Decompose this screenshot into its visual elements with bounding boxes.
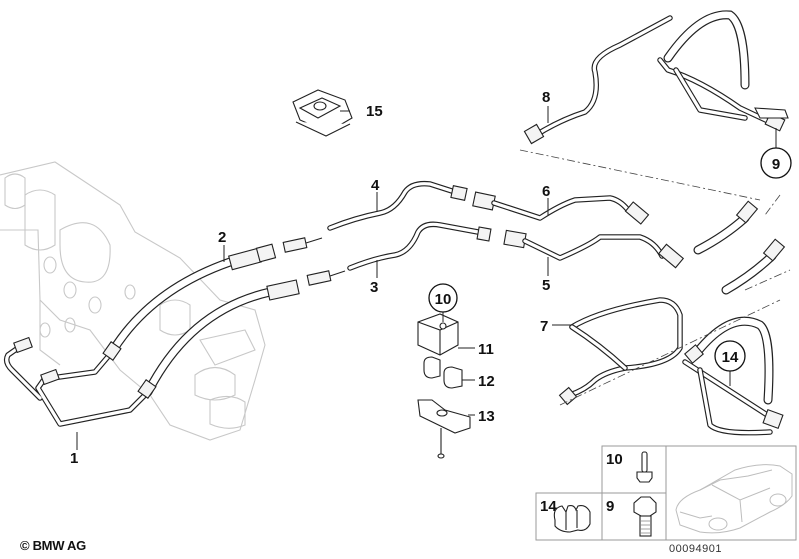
stud-bolt-icon xyxy=(636,451,653,483)
callout-10-circle xyxy=(428,283,458,313)
callout-14-circle xyxy=(714,340,746,372)
pipe-1[interactable] xyxy=(3,336,151,427)
pipe-3[interactable] xyxy=(347,221,527,271)
inset-label-9[interactable]: 9 xyxy=(606,498,614,515)
callout-13[interactable]: 13 xyxy=(478,408,495,425)
hose-ends-right[interactable] xyxy=(693,200,786,295)
callout-11[interactable]: 11 xyxy=(478,341,494,358)
callout-12[interactable]: 12 xyxy=(478,373,495,390)
pipe-6[interactable] xyxy=(491,195,650,225)
inset-cell-10 xyxy=(601,445,667,494)
leader-lines xyxy=(76,106,777,450)
callout-labels: 1 2 3 4 5 6 7 8 9 10 11 12 13 14 15 xyxy=(70,89,792,467)
hose-lower-right[interactable] xyxy=(682,316,784,436)
pipe-7[interactable] xyxy=(558,297,683,406)
bracket-13[interactable] xyxy=(417,399,471,459)
inset-label-10[interactable]: 10 xyxy=(606,451,623,468)
callout-6[interactable]: 6 xyxy=(542,183,550,200)
clip-15[interactable] xyxy=(292,89,353,137)
adaptor-fittings[interactable] xyxy=(282,237,346,286)
hex-bolt-icon xyxy=(633,496,657,537)
double-clip-icon xyxy=(553,504,591,533)
bracket-11[interactable] xyxy=(417,313,459,356)
pipe-4[interactable] xyxy=(327,180,496,231)
callout-9[interactable]: 9 xyxy=(772,156,780,173)
callout-7[interactable]: 7 xyxy=(540,318,548,335)
hose-lower[interactable] xyxy=(137,279,300,399)
document-number: 00094901 xyxy=(669,543,722,555)
inset-label-14[interactable]: 14 xyxy=(540,498,557,515)
pipe-8[interactable] xyxy=(523,15,673,145)
grommet-12[interactable] xyxy=(423,356,463,389)
callout-14[interactable]: 14 xyxy=(722,349,739,366)
callout-3[interactable]: 3 xyxy=(370,279,378,296)
callout-9-circle xyxy=(760,147,792,179)
car-thumbnail-icon xyxy=(675,464,793,534)
inset-vehicle-cell xyxy=(665,445,797,541)
callout-5[interactable]: 5 xyxy=(542,277,550,294)
callout-4[interactable]: 4 xyxy=(371,177,380,194)
callout-15[interactable]: 15 xyxy=(366,103,383,120)
hose-2[interactable] xyxy=(102,243,277,361)
callout-1[interactable]: 1 xyxy=(70,450,78,467)
callout-8[interactable]: 8 xyxy=(542,89,550,106)
callout-2[interactable]: 2 xyxy=(218,229,226,246)
callout-10[interactable]: 10 xyxy=(435,291,452,308)
alignment-lines xyxy=(519,149,791,406)
hose-top-right[interactable] xyxy=(657,10,789,132)
copyright-text: © BMW AG xyxy=(20,538,86,553)
inset-table: 10 9 14 xyxy=(535,445,797,541)
pipe-5[interactable] xyxy=(522,234,685,269)
